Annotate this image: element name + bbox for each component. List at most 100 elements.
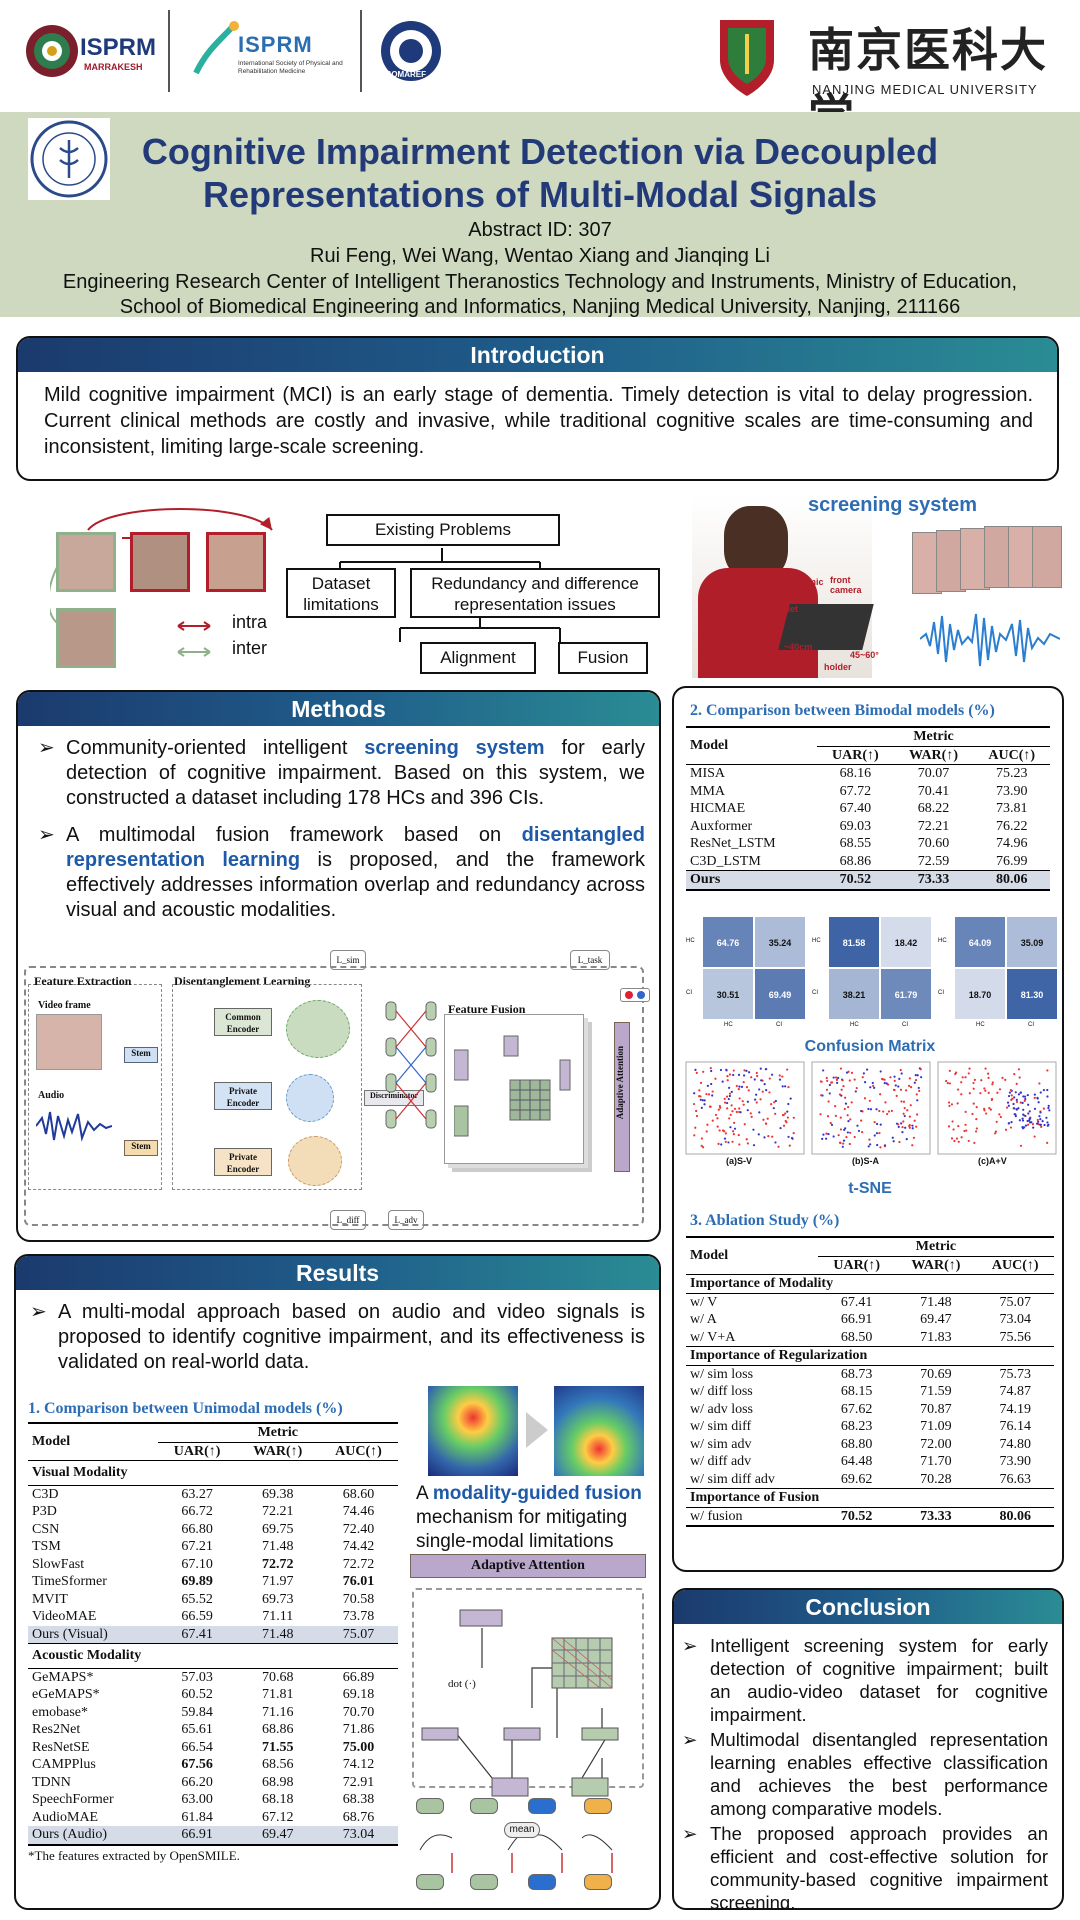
tsne-point (1005, 1106, 1009, 1109)
table-cell-model: ResNet_LSTM (690, 836, 776, 851)
table-cell-value: 66.89 (342, 1669, 375, 1685)
tsne-point (785, 1121, 788, 1124)
arrow-right-icon (526, 1412, 548, 1448)
axis-tick-label: CI (812, 990, 818, 996)
table-cell-value: 75.07 (999, 1294, 1031, 1310)
tsne-point (1021, 1101, 1024, 1104)
table-cell-value: 68.56 (262, 1757, 294, 1772)
tsne-point (899, 1088, 903, 1091)
tsne-point (726, 1079, 729, 1082)
tsne-point (819, 1113, 822, 1116)
feature-fusion-label: Feature Fusion (448, 1002, 526, 1016)
tsne-point (861, 1131, 864, 1134)
tsne-point (726, 1107, 729, 1110)
tsne-point (887, 1083, 890, 1086)
tsne-point (1035, 1122, 1039, 1125)
table-cell-model: VideoMAE (32, 1609, 97, 1624)
table-cell-model: w/ V+A (690, 1329, 736, 1345)
poster-title: Cognitive Impairment Detection via Decou… (141, 131, 939, 215)
table-cell-value: 67.56 (181, 1757, 213, 1772)
unimodal-table-title: 1. Comparison between Unimodal models (%… (28, 1400, 343, 1417)
visual-modality-label: Visual Modality (32, 1465, 128, 1480)
tsne-point (1021, 1119, 1025, 1122)
somaref-logo: SOMAREF (378, 18, 444, 89)
methods-heading: Methods (18, 692, 659, 726)
tsne-point (705, 1092, 708, 1096)
tsne-point (738, 1085, 741, 1088)
tsne-point (1046, 1141, 1049, 1144)
table-cell-value: 71.16 (262, 1704, 294, 1720)
table-cell-value: 67.41 (157, 1625, 237, 1644)
confusion-matrix-label: Confusion Matrix (804, 1038, 936, 1055)
abstract-id: Abstract ID: 307 (468, 219, 612, 241)
tsne-point (883, 1144, 887, 1147)
tsne-point (861, 1076, 864, 1079)
tsne-point (1046, 1121, 1049, 1124)
tsne-point (948, 1082, 952, 1085)
tsne-point (732, 1069, 735, 1072)
table-cell-value: 68.73 (840, 1366, 873, 1382)
table-cell-value: 74.12 (342, 1757, 375, 1772)
tsne-point (822, 1069, 825, 1072)
tsne-point (975, 1127, 978, 1130)
confusion-cell: 35.24 (754, 916, 806, 968)
tsne-point (873, 1086, 876, 1089)
tsne-point (1006, 1101, 1010, 1104)
tsne-point (732, 1073, 735, 1077)
tsne-point (996, 1091, 999, 1094)
tsne-point (892, 1088, 896, 1091)
arrow-bullet-icon: ➢ (682, 1729, 698, 1750)
results-heading: Results (16, 1256, 659, 1290)
tsne-point (773, 1101, 776, 1104)
isprm-society-tagline: International Society of Physical and Re… (238, 60, 343, 75)
table-cell-value: 75.56 (999, 1329, 1031, 1345)
tsne-point (867, 1107, 870, 1111)
tsne-point (737, 1088, 740, 1091)
tsne-point (945, 1079, 948, 1083)
confusion-cell: 30.51 (702, 968, 754, 1020)
table-cell-value: 70.41 (917, 783, 950, 799)
tsne-point (727, 1141, 730, 1144)
tsne-point (902, 1120, 905, 1123)
table-cell-model: CSN (32, 1521, 60, 1537)
tsne-point (752, 1128, 755, 1131)
tsne-point (731, 1140, 734, 1143)
tsne-point (836, 1081, 839, 1084)
table-cell-model: Ours (686, 870, 818, 890)
confusion-cell: 81.58 (828, 916, 880, 968)
tsne-point (911, 1144, 914, 1147)
tsne-point (826, 1079, 829, 1083)
table-cell-model: CAMPPlus (32, 1757, 96, 1772)
swoosh-icon (193, 21, 239, 75)
tsne-point (746, 1100, 749, 1103)
section-row: Importance of Regularization (686, 1346, 1054, 1366)
tsne-point (1038, 1115, 1041, 1118)
tsne-point (745, 1138, 748, 1141)
table-cell-value: 69.62 (840, 1471, 873, 1487)
table-cell-value: 63.00 (181, 1792, 213, 1807)
loss-adv-label: L_adv (388, 1210, 424, 1230)
tsne-point (995, 1120, 998, 1123)
table-cell-value: 72.91 (342, 1774, 375, 1790)
tsne-point (1038, 1082, 1041, 1085)
fusion-box: Fusion (558, 642, 648, 674)
tsne-point (973, 1141, 976, 1144)
tsne-point (873, 1134, 876, 1137)
tsne-point (955, 1137, 959, 1140)
tsne-point (984, 1089, 987, 1092)
table-cell-value: 57.03 (181, 1669, 213, 1685)
table-cell-value: 75.00 (342, 1739, 375, 1755)
tsne-point (740, 1085, 744, 1088)
tsne-point (901, 1126, 904, 1129)
framework-diagram: Feature Extraction Disentanglement Learn… (24, 950, 654, 1234)
table-cell-value: 67.40 (839, 801, 872, 816)
axis-tick-label: CI (686, 990, 692, 996)
